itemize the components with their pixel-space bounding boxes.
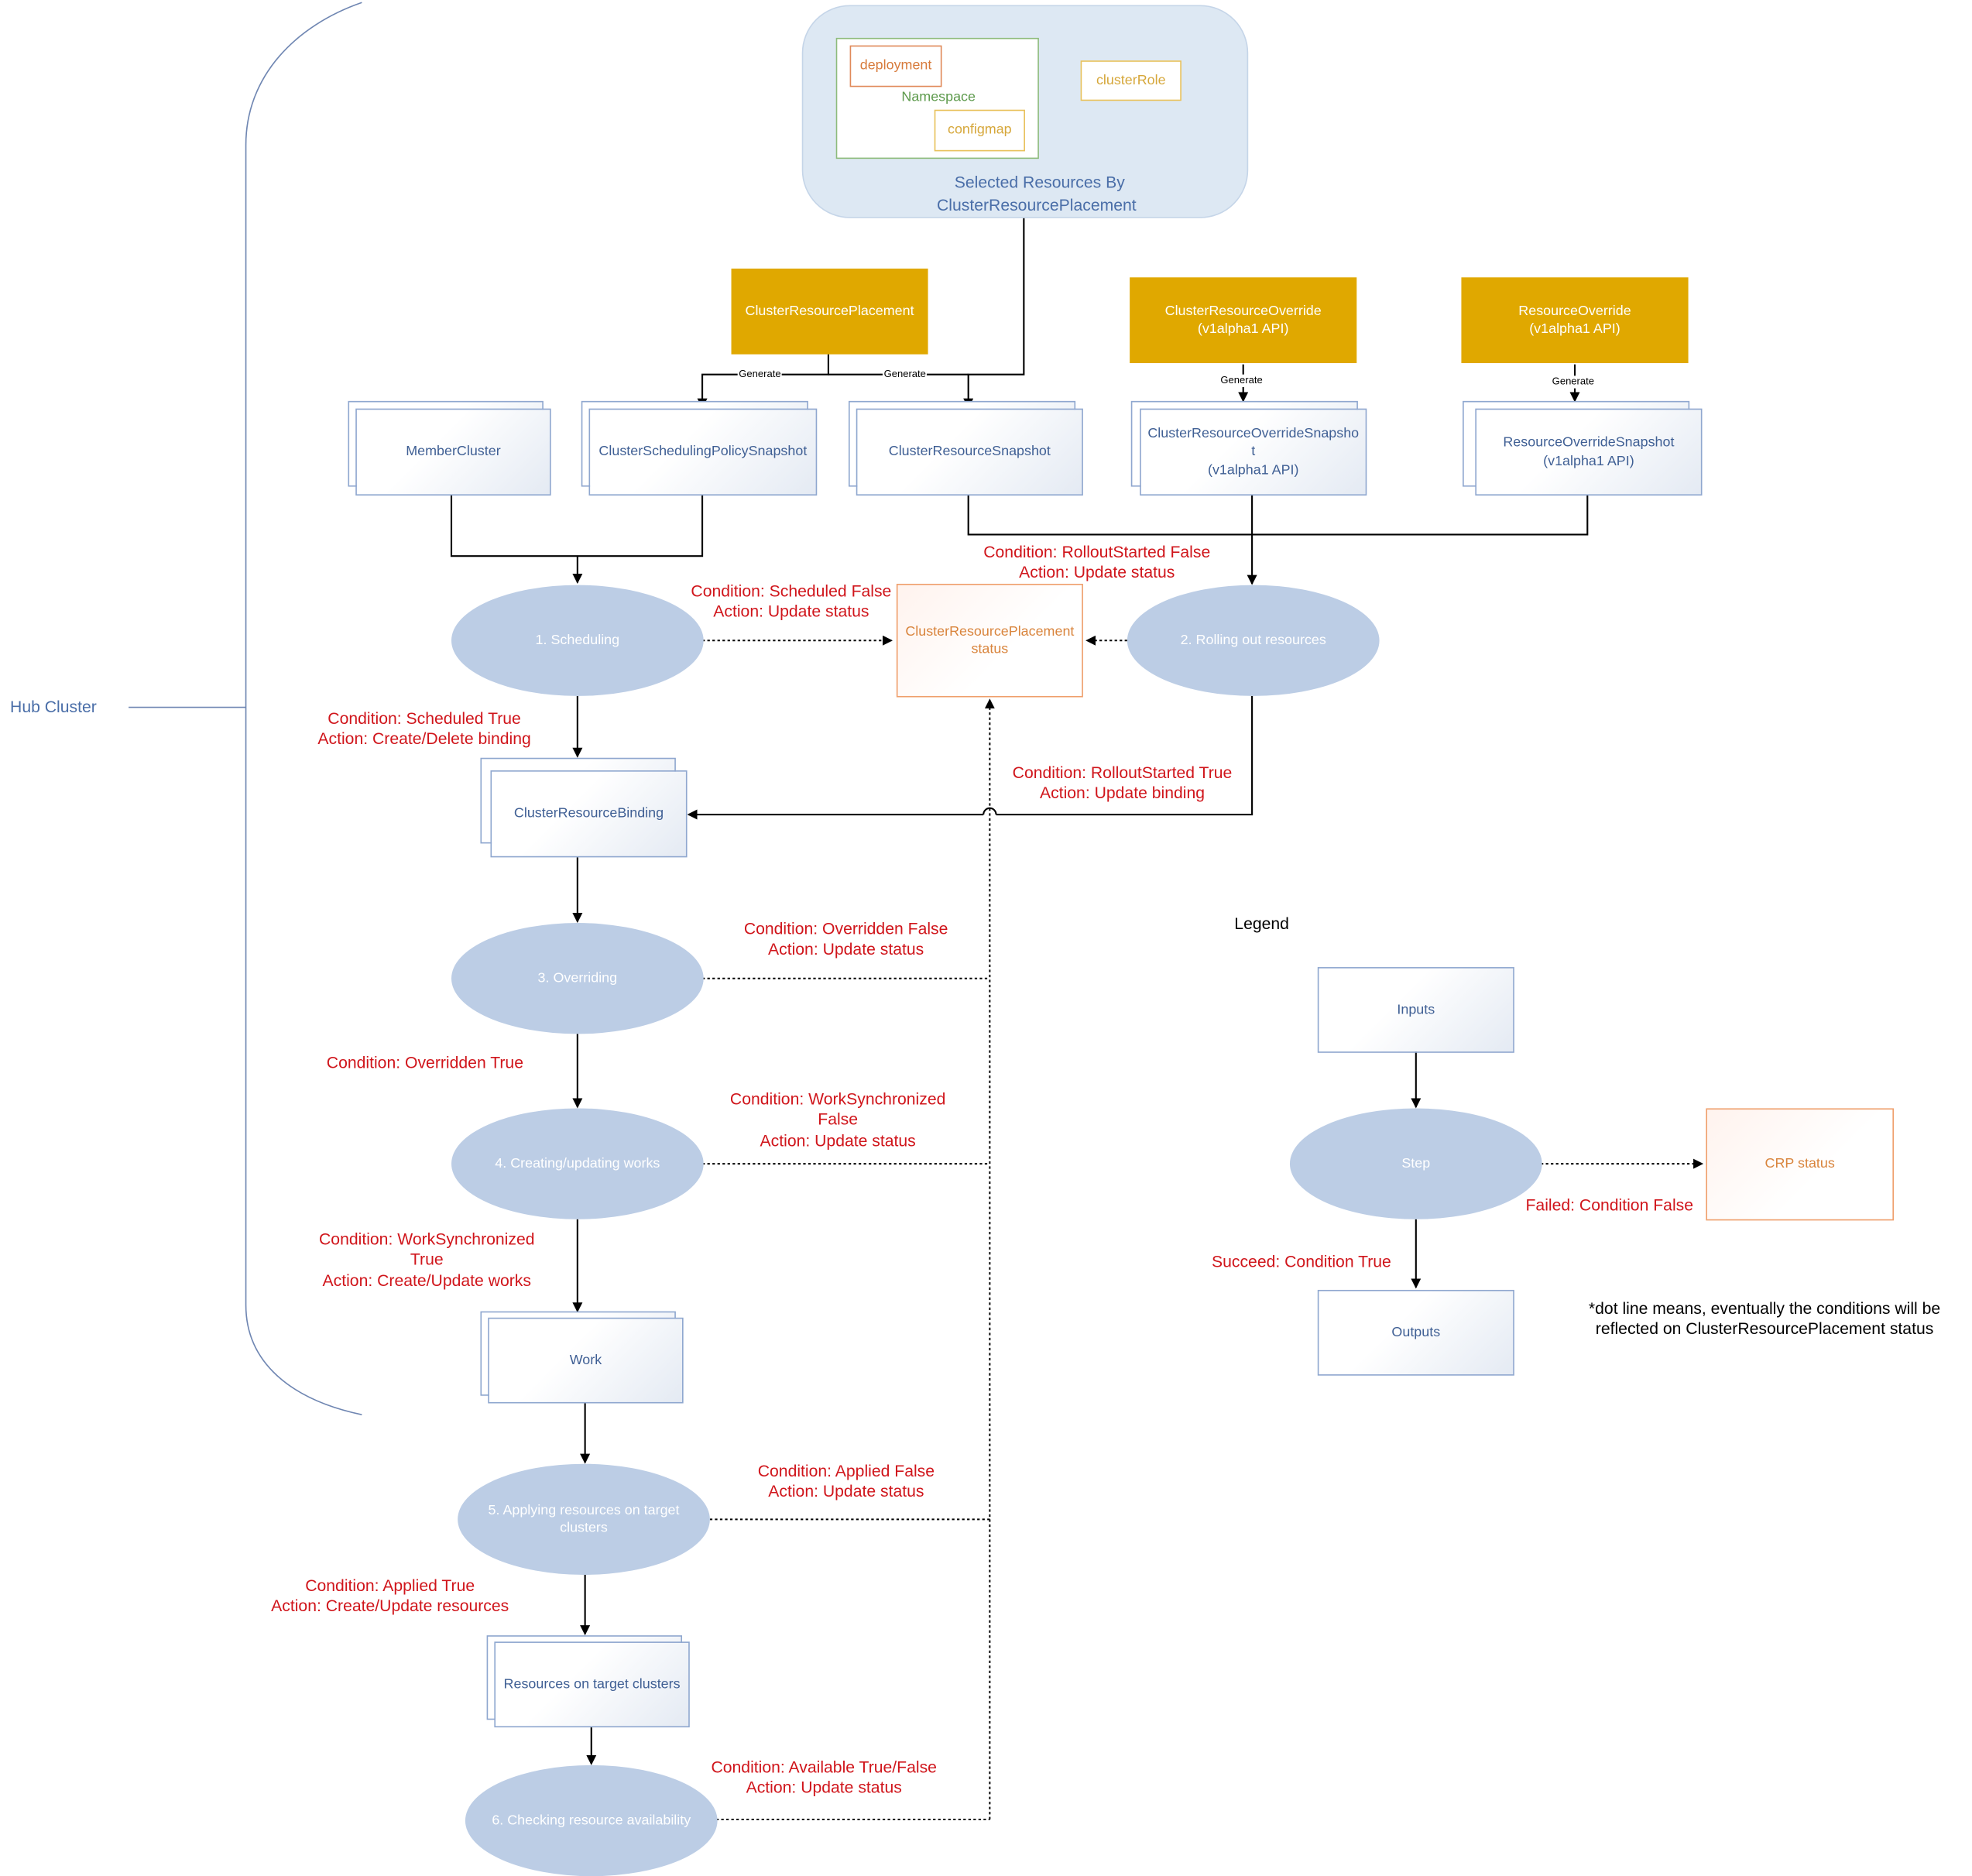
condition-overridden-true: Condition: Overridden True	[326, 1052, 523, 1072]
selected-to-snapshot-connector	[963, 218, 1025, 409]
condition-applied-false: Condition: Applied False Action: Update …	[757, 1461, 935, 1501]
crp-source-box: ClusterResourcePlacement	[731, 268, 928, 355]
member-cluster-box: MemberCluster	[355, 408, 551, 496]
step-applying: 5. Applying resources on target clusters	[458, 1463, 710, 1575]
condition-overridden-false: Condition: Overridden False Action: Upda…	[743, 919, 948, 959]
generate-label: Generate	[1219, 374, 1264, 387]
condition-worksync-false: Condition: WorkSynchronized False Action…	[729, 1089, 946, 1150]
namespace-label: Namespace	[901, 89, 976, 105]
work-box: Work	[488, 1317, 684, 1404]
step-scheduling: 1. Scheduling	[451, 585, 704, 696]
generate-label: Generate	[1551, 376, 1596, 389]
hub-cluster-label: Hub Cluster	[10, 697, 97, 716]
condition-worksync-true: Condition: WorkSynchronized True Action:…	[319, 1229, 535, 1290]
resource-snapshot-box: ClusterResourceSnapshot	[856, 408, 1083, 496]
legend-outputs-box: Outputs	[1317, 1289, 1514, 1376]
legend-step: Step	[1289, 1108, 1542, 1219]
cluster-role-box: clusterRole	[1080, 60, 1181, 101]
step-creating-works: 4. Creating/updating works	[451, 1108, 704, 1219]
condition-applied-true: Condition: Applied True Action: Create/U…	[271, 1576, 509, 1616]
hub-cluster-brace	[245, 2, 362, 1415]
deployment-box: deployment	[849, 45, 942, 87]
legend-failed-label: Failed: Condition False	[1525, 1195, 1694, 1215]
policy-snapshot-box: ClusterSchedulingPolicySnapshot	[588, 408, 818, 496]
selected-caption-line1: Selected Resources By	[954, 173, 1125, 192]
binding-box: ClusterResourceBinding	[490, 770, 688, 858]
target-resources-box: Resources on target clusters	[494, 1641, 690, 1728]
condition-scheduled-true: Condition: Scheduled True Action: Create…	[317, 708, 531, 749]
legend-succeed-label: Succeed: Condition True	[1211, 1252, 1391, 1271]
step-rolling-out: 2. Rolling out resources	[1127, 585, 1380, 696]
generate-label: Generate	[737, 368, 783, 381]
crp-status-box: ClusterResourcePlacement status	[896, 583, 1083, 698]
condition-rollout-false: Condition: RolloutStarted False Action: …	[983, 542, 1211, 582]
condition-scheduled-false: Condition: Scheduled False Action: Updat…	[691, 581, 892, 621]
legend-inputs-box: Inputs	[1317, 967, 1514, 1053]
legend-note: *dot line means, eventually the conditio…	[1588, 1298, 1941, 1339]
condition-rollout-true: Condition: RolloutStarted True Action: U…	[1012, 763, 1233, 803]
ro-snapshot-box: ResourceOverrideSnapshot (v1alpha1 API)	[1475, 408, 1703, 496]
selected-caption-line2: ClusterResourcePlacement	[936, 195, 1137, 214]
ro-source-box: ResourceOverride (v1alpha1 API)	[1461, 277, 1689, 364]
generate-label: Generate	[882, 368, 928, 381]
step-overriding: 3. Overriding	[451, 923, 704, 1034]
condition-available: Condition: Available True/False Action: …	[711, 1758, 937, 1798]
cro-source-box: ClusterResourceOverride (v1alpha1 API)	[1130, 277, 1357, 364]
cro-snapshot-box: ClusterResourceOverrideSnapsho t (v1alph…	[1140, 408, 1367, 496]
legend-title: Legend	[1234, 914, 1289, 934]
step-checking-availability: 6. Checking resource availability	[465, 1765, 718, 1876]
configmap-box: configmap	[934, 109, 1025, 152]
legend-crp-status-box: CRP status	[1706, 1108, 1895, 1221]
